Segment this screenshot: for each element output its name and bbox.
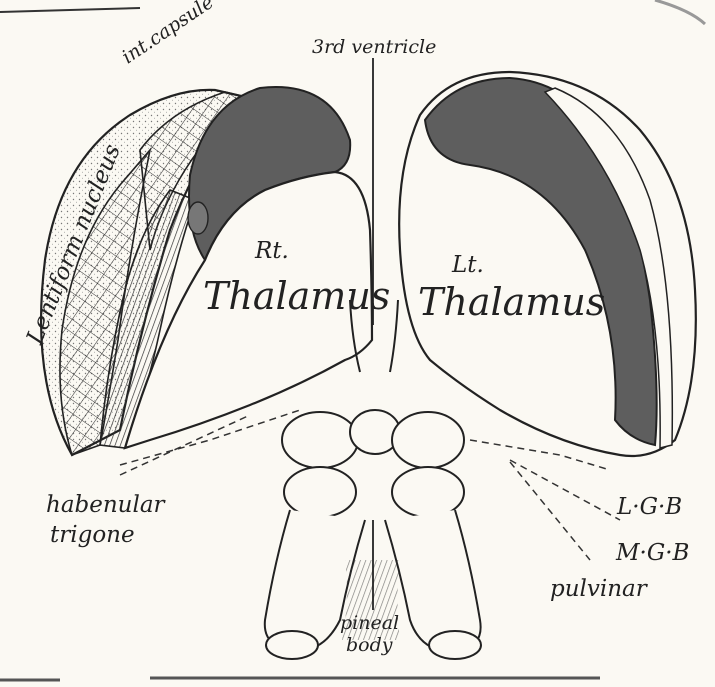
trigone-label: trigone <box>50 522 135 548</box>
bottom-edge <box>0 678 600 680</box>
top-right-smudge <box>655 0 705 24</box>
lt-thalamus-label: Thalamus <box>418 280 605 324</box>
third-ventricle-label: 3rd ventricle <box>312 36 436 58</box>
body-label: body <box>346 634 393 656</box>
habenular-label: habenular <box>46 492 165 518</box>
mgb-label: M·G·B <box>616 540 689 566</box>
top-left-edge <box>0 8 140 12</box>
lgb-label: L·G·B <box>617 494 682 520</box>
rt-thalamus-label: Thalamus <box>203 274 390 318</box>
left-hemisphere <box>41 87 372 455</box>
pineal-label: pineal <box>340 612 399 634</box>
small-oval <box>188 202 208 234</box>
left-peduncle-end <box>266 631 318 659</box>
right-hemisphere <box>399 72 696 456</box>
right-peduncle-end <box>429 631 481 659</box>
rt-label: Rt. <box>255 238 289 264</box>
brainstem-right <box>385 510 481 652</box>
colliculi <box>282 410 464 517</box>
pulvinar-label: pulvinar <box>550 576 647 602</box>
lt-label: Lt. <box>452 252 484 278</box>
